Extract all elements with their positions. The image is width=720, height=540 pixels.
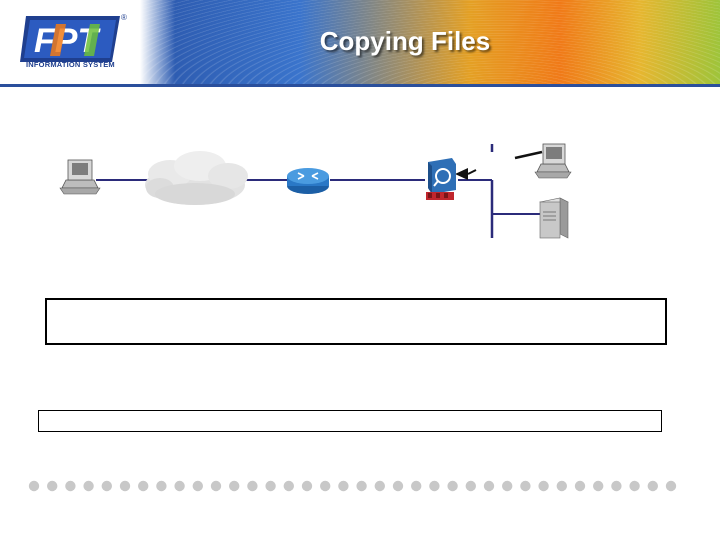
footer-dot — [229, 480, 240, 492]
client-workstation-icon — [59, 159, 101, 195]
firewall-icon — [426, 158, 456, 200]
footer-dot — [574, 480, 586, 492]
footer-dot — [101, 480, 113, 492]
footer-dot — [210, 480, 222, 492]
footer-dot — [28, 480, 40, 492]
admin-workstation-icon — [534, 143, 572, 179]
footer-dot — [647, 480, 658, 492]
registered-mark: ® — [121, 13, 127, 22]
header-divider — [0, 84, 720, 87]
footer-dot — [520, 480, 531, 492]
server-icon — [539, 197, 569, 239]
footer-dot — [483, 480, 495, 492]
footer-dot — [447, 480, 458, 492]
router-icon — [287, 168, 329, 194]
footer-dot — [138, 480, 149, 492]
page-title: Copying Files — [319, 26, 491, 56]
header-banner: FPT ® INFORMATION SYSTEM Copying Files — [0, 0, 720, 84]
footer-dot — [174, 480, 185, 492]
logo-subtitle: INFORMATION SYSTEM — [26, 60, 115, 69]
footer-dot — [320, 480, 331, 492]
link-admin-pointer — [514, 150, 543, 160]
footer-dot — [156, 480, 167, 492]
footer-dot — [338, 480, 349, 492]
footer-dot — [593, 480, 604, 492]
footer-dot — [65, 480, 76, 492]
footer-dot — [411, 480, 422, 492]
footer-dot — [374, 480, 385, 492]
footer-dot — [265, 480, 276, 492]
header-decoration — [140, 0, 720, 84]
fpt-logo: FPT ® — [20, 13, 127, 62]
footer-dot — [502, 480, 513, 492]
cloud-icon — [145, 151, 248, 205]
footer-dot — [611, 480, 622, 492]
footer-dot — [429, 480, 440, 492]
footer-dot-divider — [28, 480, 677, 492]
content-box-bottom — [38, 410, 662, 432]
footer-dot — [192, 480, 203, 492]
footer-dot — [301, 480, 313, 492]
footer-dot — [465, 480, 476, 492]
footer-dot — [119, 480, 131, 492]
footer-dot — [47, 480, 58, 492]
footer-dot — [247, 480, 258, 492]
footer-dot — [283, 480, 294, 492]
footer-dot — [665, 480, 677, 492]
arrow-to-firewall — [455, 168, 468, 180]
footer-dot — [83, 480, 94, 492]
footer-dot — [629, 480, 640, 492]
footer-dot — [556, 480, 567, 492]
footer-dot — [392, 480, 404, 492]
footer-dot — [538, 480, 549, 492]
content-box-top — [45, 298, 667, 345]
network-diagram — [59, 143, 572, 239]
footer-dot — [356, 480, 367, 492]
